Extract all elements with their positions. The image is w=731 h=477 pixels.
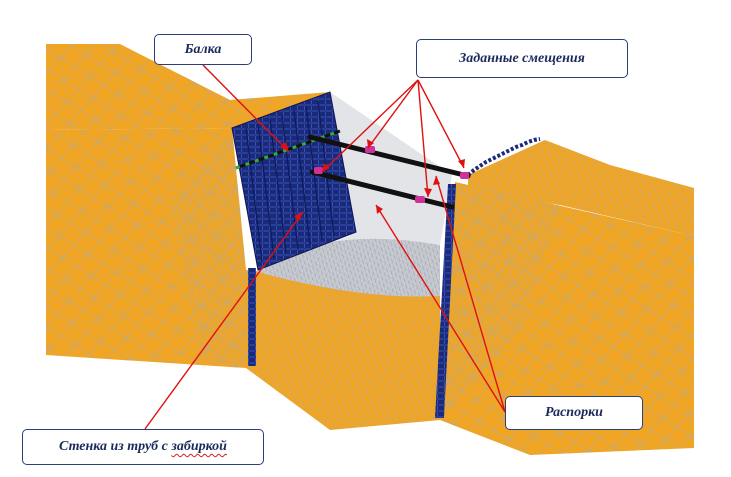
beam-label-text: Балка [184, 41, 222, 57]
pipe-wall-label-prefix: Стенка из труб с [59, 439, 172, 454]
leader-lines [144, 64, 506, 430]
soil-left-front [46, 128, 246, 368]
strut-upper [307, 134, 471, 179]
strut-lower [309, 169, 455, 210]
displacement-markers [314, 146, 469, 203]
leader-arrowheads [280, 139, 465, 221]
struts-label-text: Распорки [545, 405, 603, 420]
excavation-floor [258, 92, 452, 297]
beam-label: Балка [154, 34, 252, 65]
displacements-label-text: Заданные смещения [459, 50, 585, 66]
soil-left-top [46, 44, 330, 130]
displacements-label: Заданные смещения [416, 39, 628, 78]
pipe-wall-label-squiggle: забиркой [171, 439, 227, 454]
soil-bottom [246, 270, 440, 430]
pipe-wall-label-text: Стенка из труб с забиркой [59, 439, 227, 455]
soil-right-front [440, 182, 694, 455]
pipe-wall-right [435, 137, 541, 418]
struts-label: Распорки [505, 396, 643, 430]
pipe-wall-label: Стенка из труб с забиркой [22, 429, 264, 465]
soil-right-top [468, 140, 694, 236]
